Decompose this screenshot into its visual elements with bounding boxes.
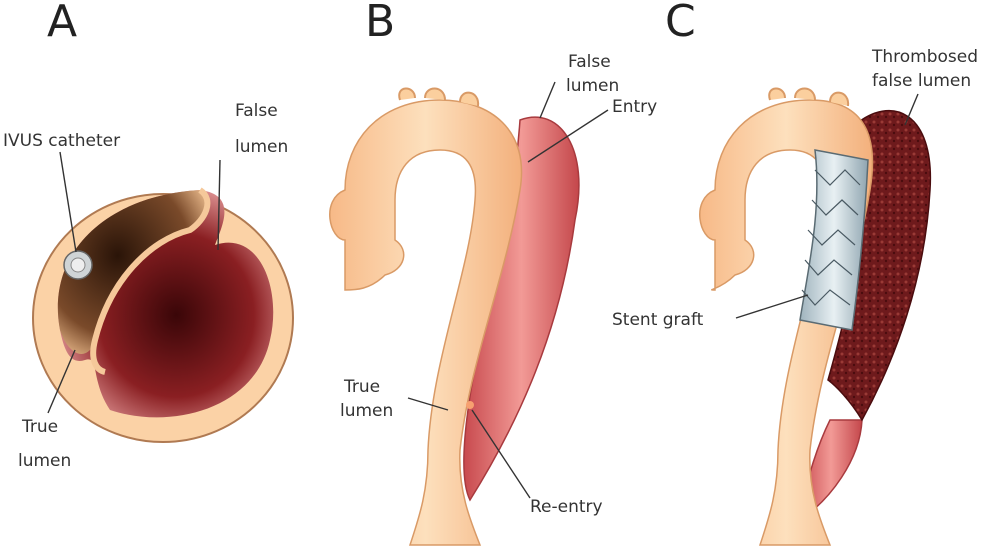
label-entry: Entry	[612, 97, 657, 117]
label-a-true-lumen-2: lumen	[18, 451, 71, 471]
panel-b-letter: B	[365, 0, 395, 47]
label-a-true-lumen-1: True	[21, 417, 58, 437]
label-thrombosed-2: false lumen	[872, 71, 971, 91]
leader-stent-graft	[735, 294, 809, 319]
leader-re-entry	[471, 409, 531, 499]
true-lumen-area	[57, 190, 208, 354]
stent-wire-mesh	[801, 169, 861, 306]
leader-b-false-lumen	[539, 81, 556, 119]
label-a-false-lumen-1: False	[235, 101, 278, 121]
label-thrombosed-1: Thrombosed	[871, 47, 978, 67]
panel-b: B False lumen Entry True lumen Re-entry	[329, 0, 657, 546]
label-b-true-lumen-1: True	[343, 377, 380, 397]
label-re-entry: Re-entry	[530, 497, 603, 517]
leader-thrombosed	[904, 93, 919, 126]
panel-c: C Thrombosed false lumen Stent graft	[612, 0, 978, 546]
label-b-false-lumen-2: lumen	[566, 76, 619, 96]
re-entry-tear	[466, 401, 474, 409]
label-stent-graft: Stent graft	[612, 310, 704, 330]
stent-graft	[799, 149, 869, 331]
label-b-true-lumen-2: lumen	[340, 401, 393, 421]
intimal-flap	[90, 187, 211, 375]
label-ivus-catheter: IVUS catheter	[3, 131, 120, 151]
leader-b-true-lumen	[407, 397, 449, 411]
label-a-false-lumen-2: lumen	[235, 137, 288, 157]
aorta-b	[329, 99, 523, 546]
panel-c-letter: C	[665, 0, 696, 47]
arch-branches-c	[768, 87, 850, 107]
leader-entry	[527, 109, 609, 163]
leader-a-false-lumen	[217, 159, 221, 251]
label-b-false-lumen-1: False	[568, 52, 611, 72]
leader-a-true-lumen	[47, 349, 76, 414]
ivus-catheter-core	[70, 257, 86, 273]
arch-branches-b	[398, 87, 480, 107]
panel-a: A IVUS catheter False lumen True lumen	[3, 0, 294, 471]
panel-a-letter: A	[47, 0, 77, 47]
leader-ivus	[59, 151, 77, 253]
